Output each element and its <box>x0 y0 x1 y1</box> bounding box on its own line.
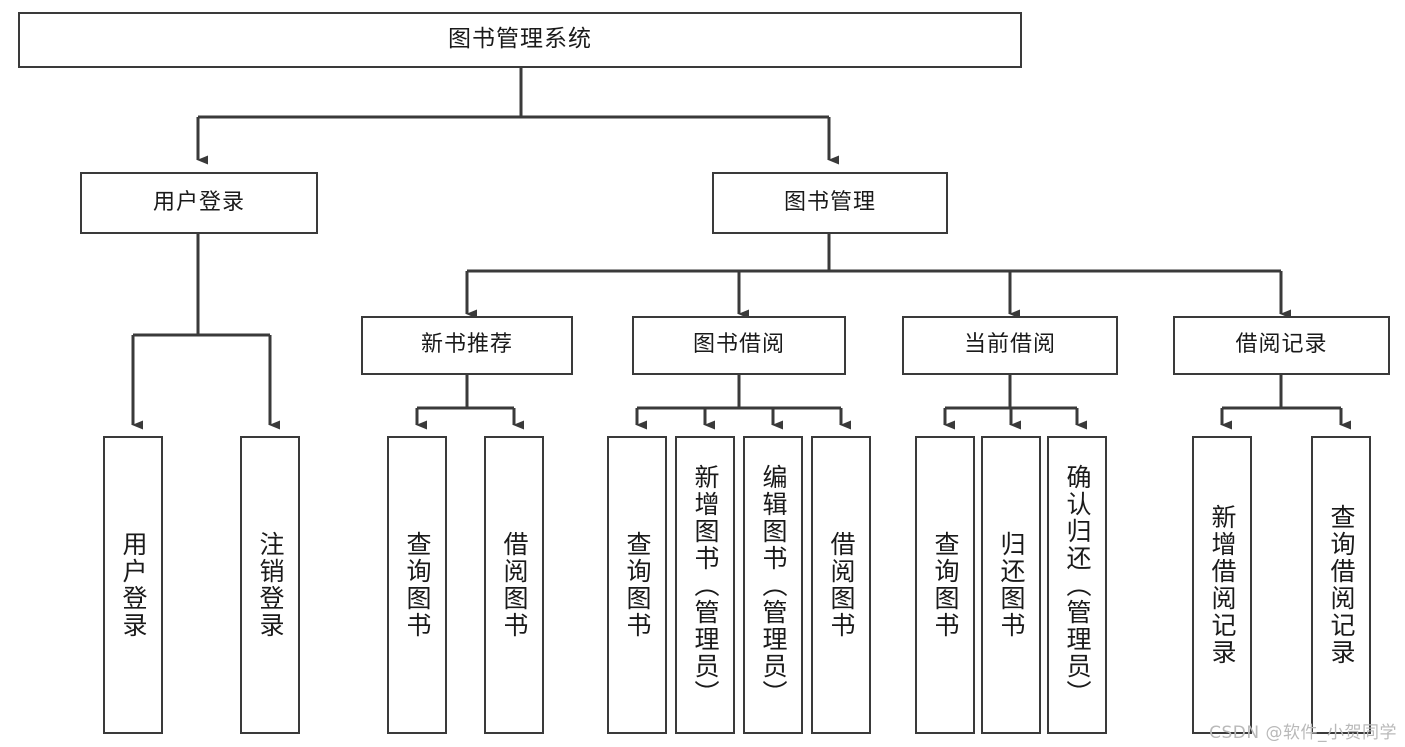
node-current-borrow[interactable]: 当前借阅 <box>902 316 1118 375</box>
node-book-borrow[interactable]: 图书借阅 <box>632 316 846 375</box>
node-book-manage-label: 图书管理 <box>783 189 876 215</box>
leaf-current-borrow-1[interactable]: 归还图书 <box>981 436 1041 734</box>
leaf-label: 注销登录 <box>256 531 285 639</box>
node-borrow-record[interactable]: 借阅记录 <box>1173 316 1390 375</box>
leaf-label: 查询图书 <box>403 531 432 639</box>
node-borrow-record-label: 借阅记录 <box>1235 332 1328 358</box>
leaf-label: 编辑图书（管理员） <box>759 463 788 707</box>
leaf-label: 确认归还（管理员） <box>1063 463 1092 707</box>
node-book-manage[interactable]: 图书管理 <box>712 172 948 234</box>
leaf-label: 查询图书 <box>931 531 960 639</box>
leaf-current-borrow-0[interactable]: 查询图书 <box>915 436 975 734</box>
leaf-label: 用户登录 <box>119 531 148 639</box>
leaf-label: 查询借阅记录 <box>1327 504 1356 666</box>
node-user-login-label: 用户登录 <box>152 189 245 215</box>
leaf-book-borrow-3[interactable]: 借阅图书 <box>811 436 871 734</box>
node-root-label: 图书管理系统 <box>448 26 592 53</box>
leaf-current-borrow-2[interactable]: 确认归还（管理员） <box>1047 436 1107 734</box>
node-book-borrow-label: 图书借阅 <box>692 332 785 358</box>
node-new-book-rec[interactable]: 新书推荐 <box>361 316 573 375</box>
leaf-label: 新增图书（管理员） <box>691 463 720 707</box>
leaf-book-borrow-0[interactable]: 查询图书 <box>607 436 667 734</box>
leaf-book-borrow-1[interactable]: 新增图书（管理员） <box>675 436 735 734</box>
leaf-borrow-record-0[interactable]: 新增借阅记录 <box>1192 436 1252 734</box>
node-root[interactable]: 图书管理系统 <box>18 12 1022 68</box>
leaf-book-borrow-2[interactable]: 编辑图书（管理员） <box>743 436 803 734</box>
leaf-user-login-0[interactable]: 用户登录 <box>103 436 163 734</box>
node-user-login[interactable]: 用户登录 <box>80 172 318 234</box>
node-new-book-rec-label: 新书推荐 <box>420 332 513 358</box>
leaf-label: 借阅图书 <box>500 531 529 639</box>
watermark: CSDN @软件_小贺同学 <box>1209 723 1397 743</box>
node-current-borrow-label: 当前借阅 <box>963 332 1056 358</box>
leaf-user-login-1[interactable]: 注销登录 <box>240 436 300 734</box>
leaf-new-book-rec-0[interactable]: 查询图书 <box>387 436 447 734</box>
leaf-label: 查询图书 <box>623 531 652 639</box>
leaf-new-book-rec-1[interactable]: 借阅图书 <box>484 436 544 734</box>
leaf-label: 新增借阅记录 <box>1208 504 1237 666</box>
leaf-borrow-record-1[interactable]: 查询借阅记录 <box>1311 436 1371 734</box>
leaf-label: 借阅图书 <box>827 531 856 639</box>
leaf-label: 归还图书 <box>997 531 1026 639</box>
